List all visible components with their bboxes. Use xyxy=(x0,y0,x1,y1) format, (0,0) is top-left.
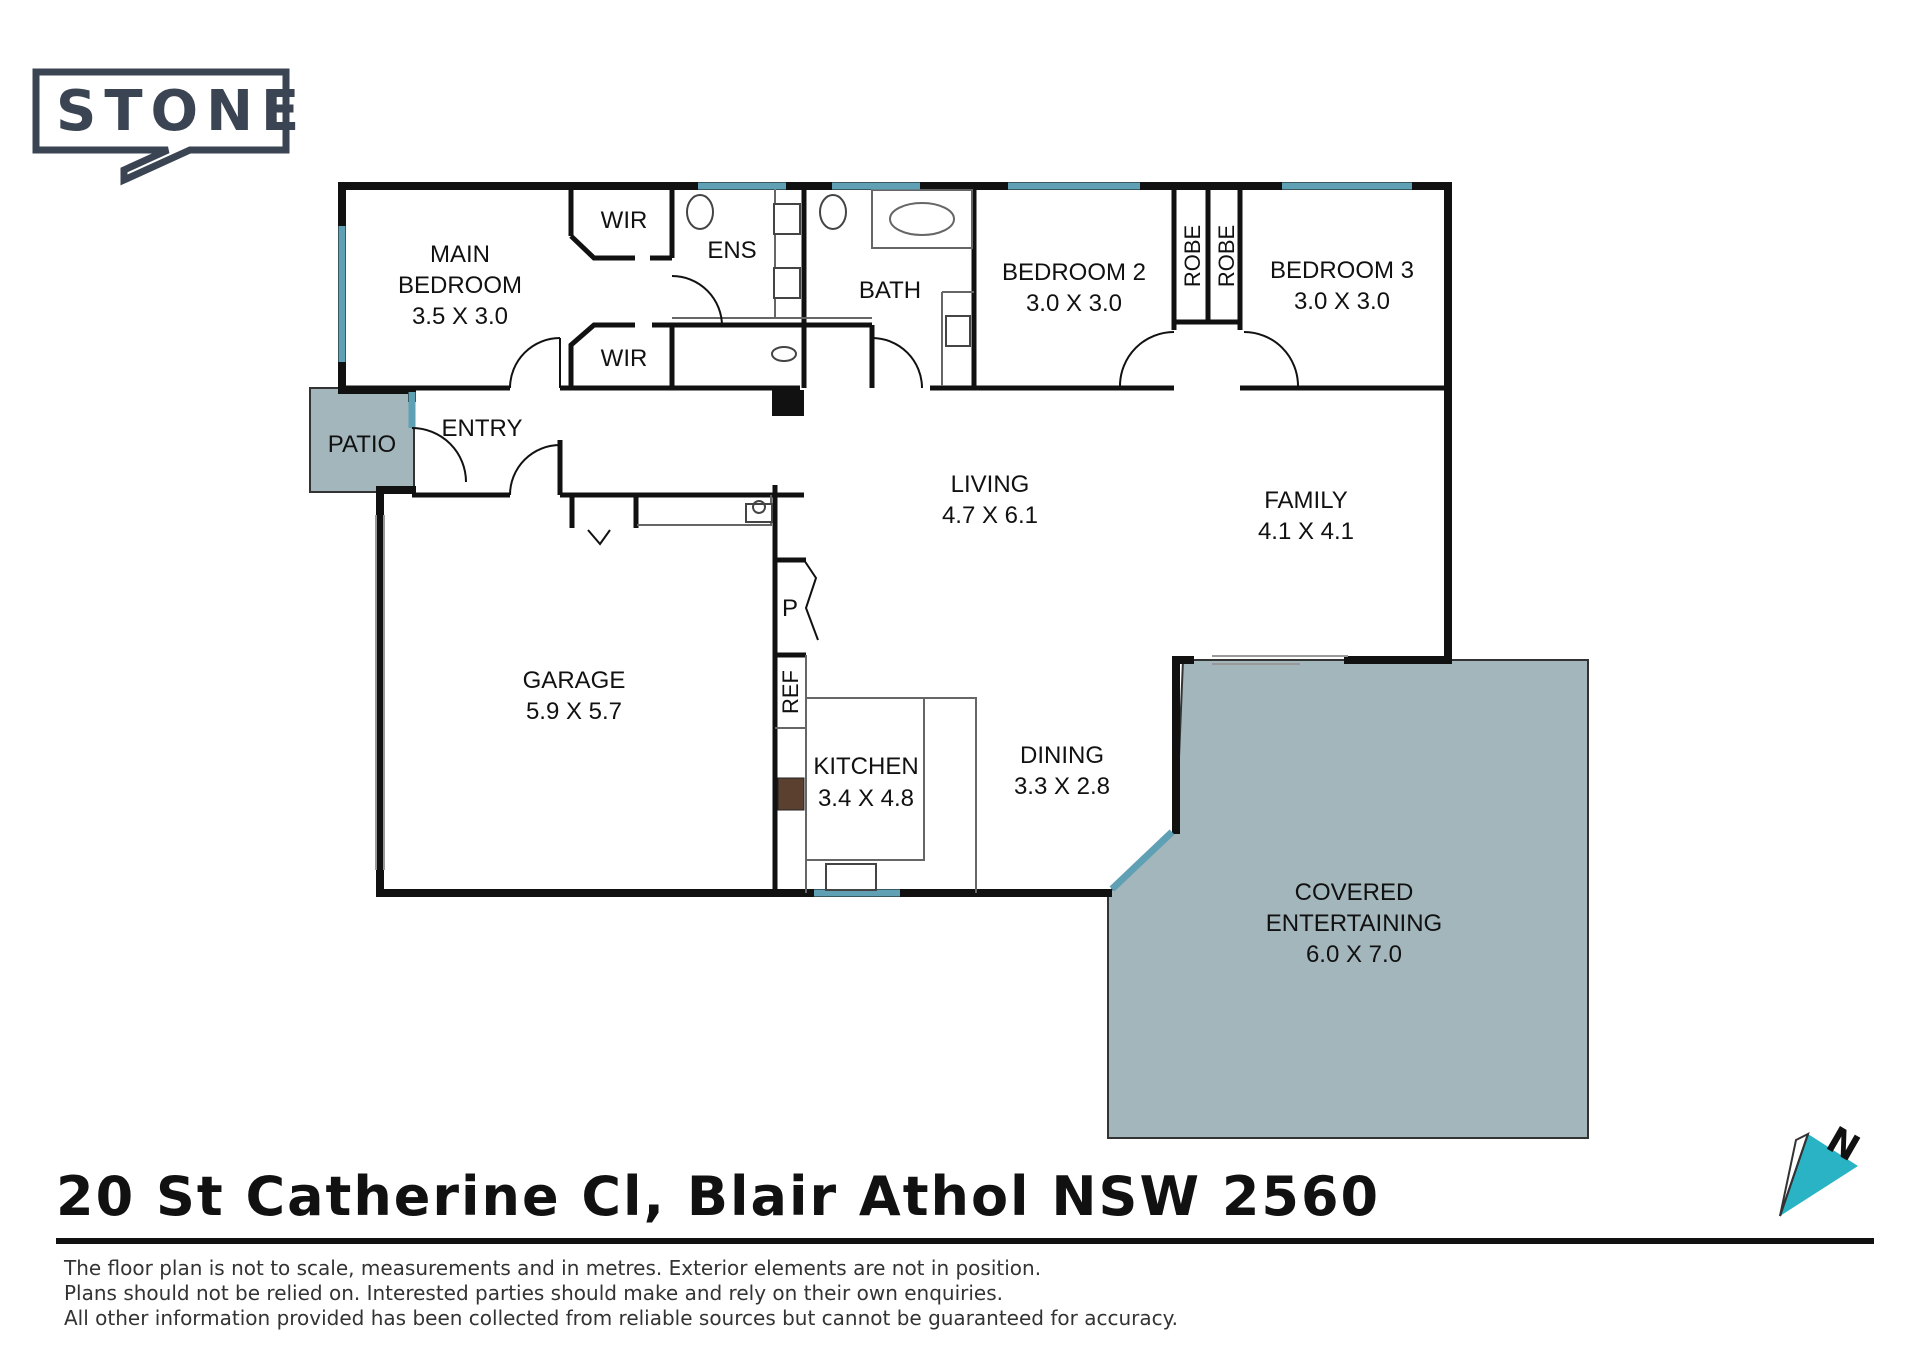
pantry-label: P xyxy=(782,595,798,622)
dining-size: 3.3 X 2.8 xyxy=(1014,773,1110,800)
bedroom2-size: 3.0 X 3.0 xyxy=(1026,290,1122,317)
fixtures xyxy=(637,186,977,893)
family-label: FAMILY xyxy=(1264,487,1348,514)
interior-walls xyxy=(342,186,1448,893)
kitchen-size: 3.4 X 4.8 xyxy=(818,785,914,812)
bedroom2-label: BEDROOM 2 xyxy=(1002,259,1146,286)
windows xyxy=(338,182,1412,897)
disclaimer-line: Plans should not be relied on. Intereste… xyxy=(64,1281,1004,1305)
ens-label: ENS xyxy=(707,237,756,264)
main-bedroom-size: 3.5 X 3.0 xyxy=(412,303,508,330)
garage-label: GARAGE xyxy=(523,667,626,694)
robe1-label: ROBE xyxy=(1180,225,1205,287)
north-arrow-icon: N xyxy=(1779,1119,1866,1217)
logo-text: STONE xyxy=(56,79,307,144)
cooktop xyxy=(777,777,805,811)
wir-top-label: WIR xyxy=(601,207,648,234)
wir-bottom-label: WIR xyxy=(601,345,648,372)
disclaimer-line: All other information provided has been … xyxy=(64,1306,1178,1330)
patio-area xyxy=(309,387,415,493)
disclaimer: The floor plan is not to scale, measurem… xyxy=(64,1256,1178,1331)
main-bedroom-label-2: BEDROOM xyxy=(398,272,522,299)
robe2-label: ROBE xyxy=(1214,225,1239,287)
door-swings xyxy=(411,275,1299,641)
entry-label: ENTRY xyxy=(442,415,523,442)
bedroom3-label: BEDROOM 3 xyxy=(1270,257,1414,284)
family-size: 4.1 X 4.1 xyxy=(1258,518,1354,545)
stone-logo: STONE xyxy=(32,68,307,186)
bedroom3-size: 3.0 X 3.0 xyxy=(1294,288,1390,315)
window-sink-marker xyxy=(772,390,804,416)
property-address: 20 St Catherine Cl, Blair Athol NSW 2560 xyxy=(56,1165,1381,1228)
covered-entertaining-size: 6.0 X 7.0 xyxy=(1306,941,1402,968)
divider xyxy=(56,1238,1874,1244)
kitchen-label: KITCHEN xyxy=(813,753,918,780)
covered-entertaining-label-2: ENTERTAINING xyxy=(1266,910,1442,937)
dining-label: DINING xyxy=(1020,742,1104,769)
living-label: LIVING xyxy=(951,471,1030,498)
covered-entertaining-label: COVERED xyxy=(1295,879,1414,906)
ref-label: REF xyxy=(778,670,803,714)
disclaimer-line: The floor plan is not to scale, measurem… xyxy=(64,1256,1042,1280)
living-size: 4.7 X 6.1 xyxy=(942,502,1038,529)
bath-label: BATH xyxy=(859,277,921,304)
patio-label: PATIO xyxy=(328,431,396,458)
bathroom-fixtures xyxy=(686,194,971,891)
garage-size: 5.9 X 5.7 xyxy=(526,698,622,725)
main-bedroom-label: MAIN xyxy=(430,241,490,268)
glass-sliding-doors xyxy=(375,515,1348,870)
